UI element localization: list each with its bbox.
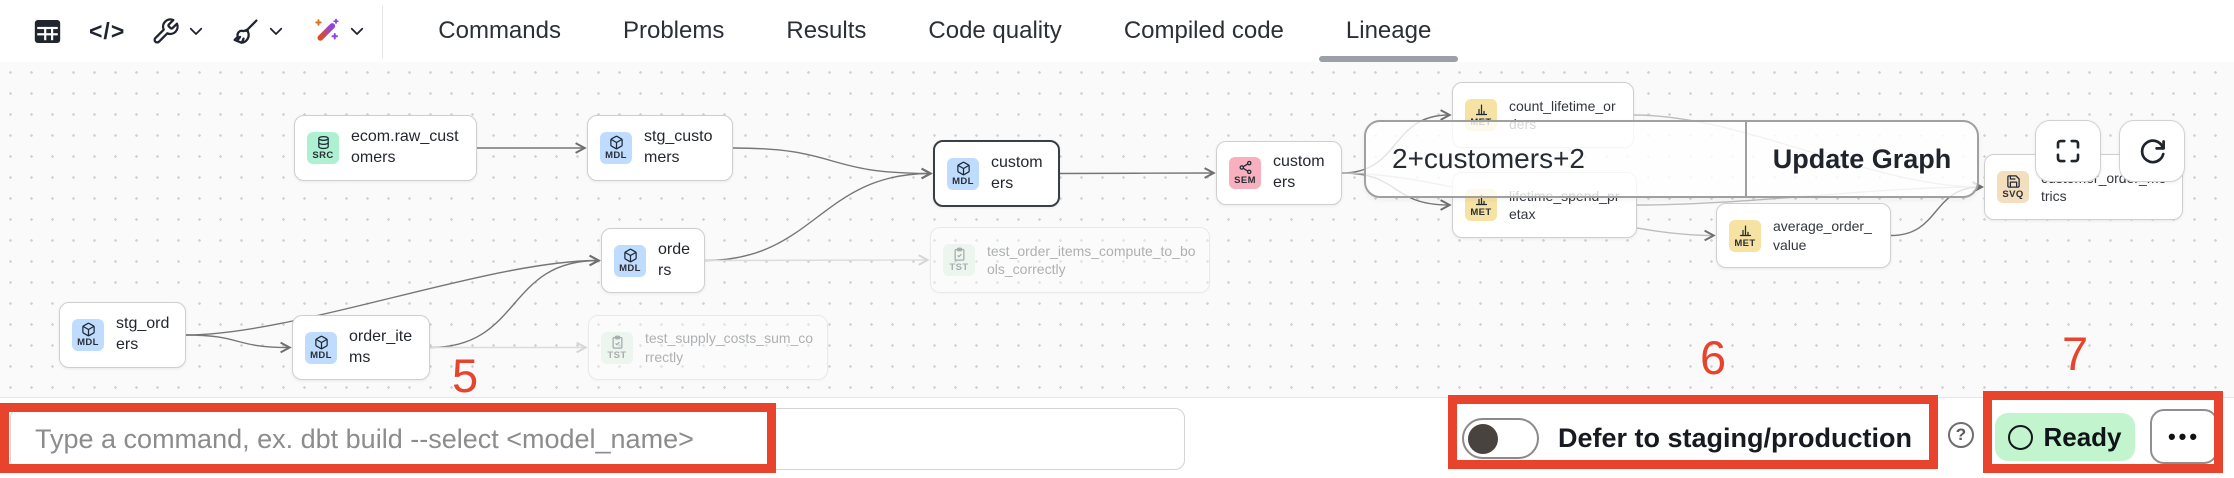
node-label: order_items [349,327,413,366]
chevron-down-icon [270,27,283,35]
cube-icon: MDL [614,244,646,277]
tab-commands[interactable]: Commands [438,17,561,44]
lineage-node-orders[interactable]: MDL orders [601,228,705,293]
metric-icon: MET [1729,219,1761,252]
semantic-icon: SEM [1229,157,1261,189]
node-label: test_order_items_compute_to_bools_correc… [987,242,1196,277]
lineage-node-stg_orders[interactable]: MDL stg_orders [59,302,186,368]
toolbar-icon-group: </> [0,0,372,62]
defer-label: Defer to staging/production [1558,423,1912,453]
lineage-node-stg_customers[interactable]: MDL stg_customers [587,115,733,181]
tab-code-quality[interactable]: Code quality [928,17,1062,44]
tab-lineage[interactable]: Lineage [1315,0,1462,62]
format-tools-button[interactable] [225,13,291,50]
cube-icon: MDL [600,132,632,164]
lineage-node-test_supply_costs[interactable]: TST test_supply_costs_sum_correctly [588,315,828,380]
node-label: average_order_value [1773,218,1872,253]
node-label: customers [1273,153,1325,191]
refresh-graph-button[interactable] [2119,120,2185,182]
build-tools-button[interactable] [145,13,211,50]
tab-problems[interactable]: Problems [622,17,725,44]
command-input[interactable] [10,408,1185,470]
lineage-node-src_raw_customers[interactable]: SRC ecom.raw_customers [294,115,477,181]
status-circle-icon [2008,424,2034,450]
cube-icon: MDL [305,331,337,364]
help-icon[interactable]: ? [1948,422,1974,448]
broom-icon [233,18,258,44]
test-icon: TST [943,244,975,276]
chevron-down-icon [190,27,203,35]
toggle-knob [1468,423,1498,454]
node-label: stg_orders [116,315,170,353]
cube-icon: MDL [947,157,979,190]
magic-pen-icon [315,18,339,41]
node-label: stg_customers [644,128,713,166]
test-icon: TST [601,331,633,364]
code-icon: </> [89,17,126,44]
tab-compiled-code[interactable]: Compiled code [1123,17,1284,44]
fullscreen-button[interactable] [2035,120,2101,182]
lineage-node-test_order_items[interactable]: TST test_order_items_compute_to_bools_cor… [930,227,1210,293]
status-badge[interactable]: Ready [1995,413,2135,461]
code-editor-button[interactable]: </> [83,14,131,49]
lineage-node-customers[interactable]: MDL customers [933,140,1060,207]
saved-query-icon: SVQ [1997,171,2029,203]
selector-input[interactable]: 2+customers+2 [1392,143,1585,174]
table-view-button[interactable] [26,13,69,50]
lineage-node-order_items[interactable]: MDL order_items [292,315,430,380]
more-options-button[interactable]: ••• [2150,409,2218,464]
node-label: ecom.raw_customers [351,128,459,166]
status-label: Ready [2043,421,2122,452]
refresh-icon [2140,138,2165,163]
tab-results[interactable]: Results [786,17,867,44]
wrench-icon [153,17,179,44]
tab-bar: Commands Problems Results Code quality Compi… [407,0,1462,62]
overlay-divider [1745,122,1747,196]
command-bar: Defer to staging/production ? Ready ••• [0,397,2234,478]
node-label: test_supply_costs_sum_correctly [645,330,814,365]
lineage-node-customers_sem[interactable]: SEM customers [1216,141,1342,205]
fullscreen-icon [2056,139,2080,163]
database-icon: SRC [307,132,339,164]
toolbar-divider [382,6,384,58]
update-graph-button[interactable]: Update Graph [1772,143,1952,174]
chevron-down-icon [351,27,364,35]
table-icon [34,19,61,43]
graph-selector-overlay: 2+customers+2 Update Graph [1364,120,1979,198]
cube-icon: MDL [72,319,104,351]
node-label: customers [991,153,1043,192]
lineage-node-average_order_value[interactable]: MET average_order_value [1716,203,1891,268]
node-label: orders [658,240,691,279]
defer-toggle[interactable] [1462,418,1539,459]
ai-assist-button[interactable] [305,12,372,50]
